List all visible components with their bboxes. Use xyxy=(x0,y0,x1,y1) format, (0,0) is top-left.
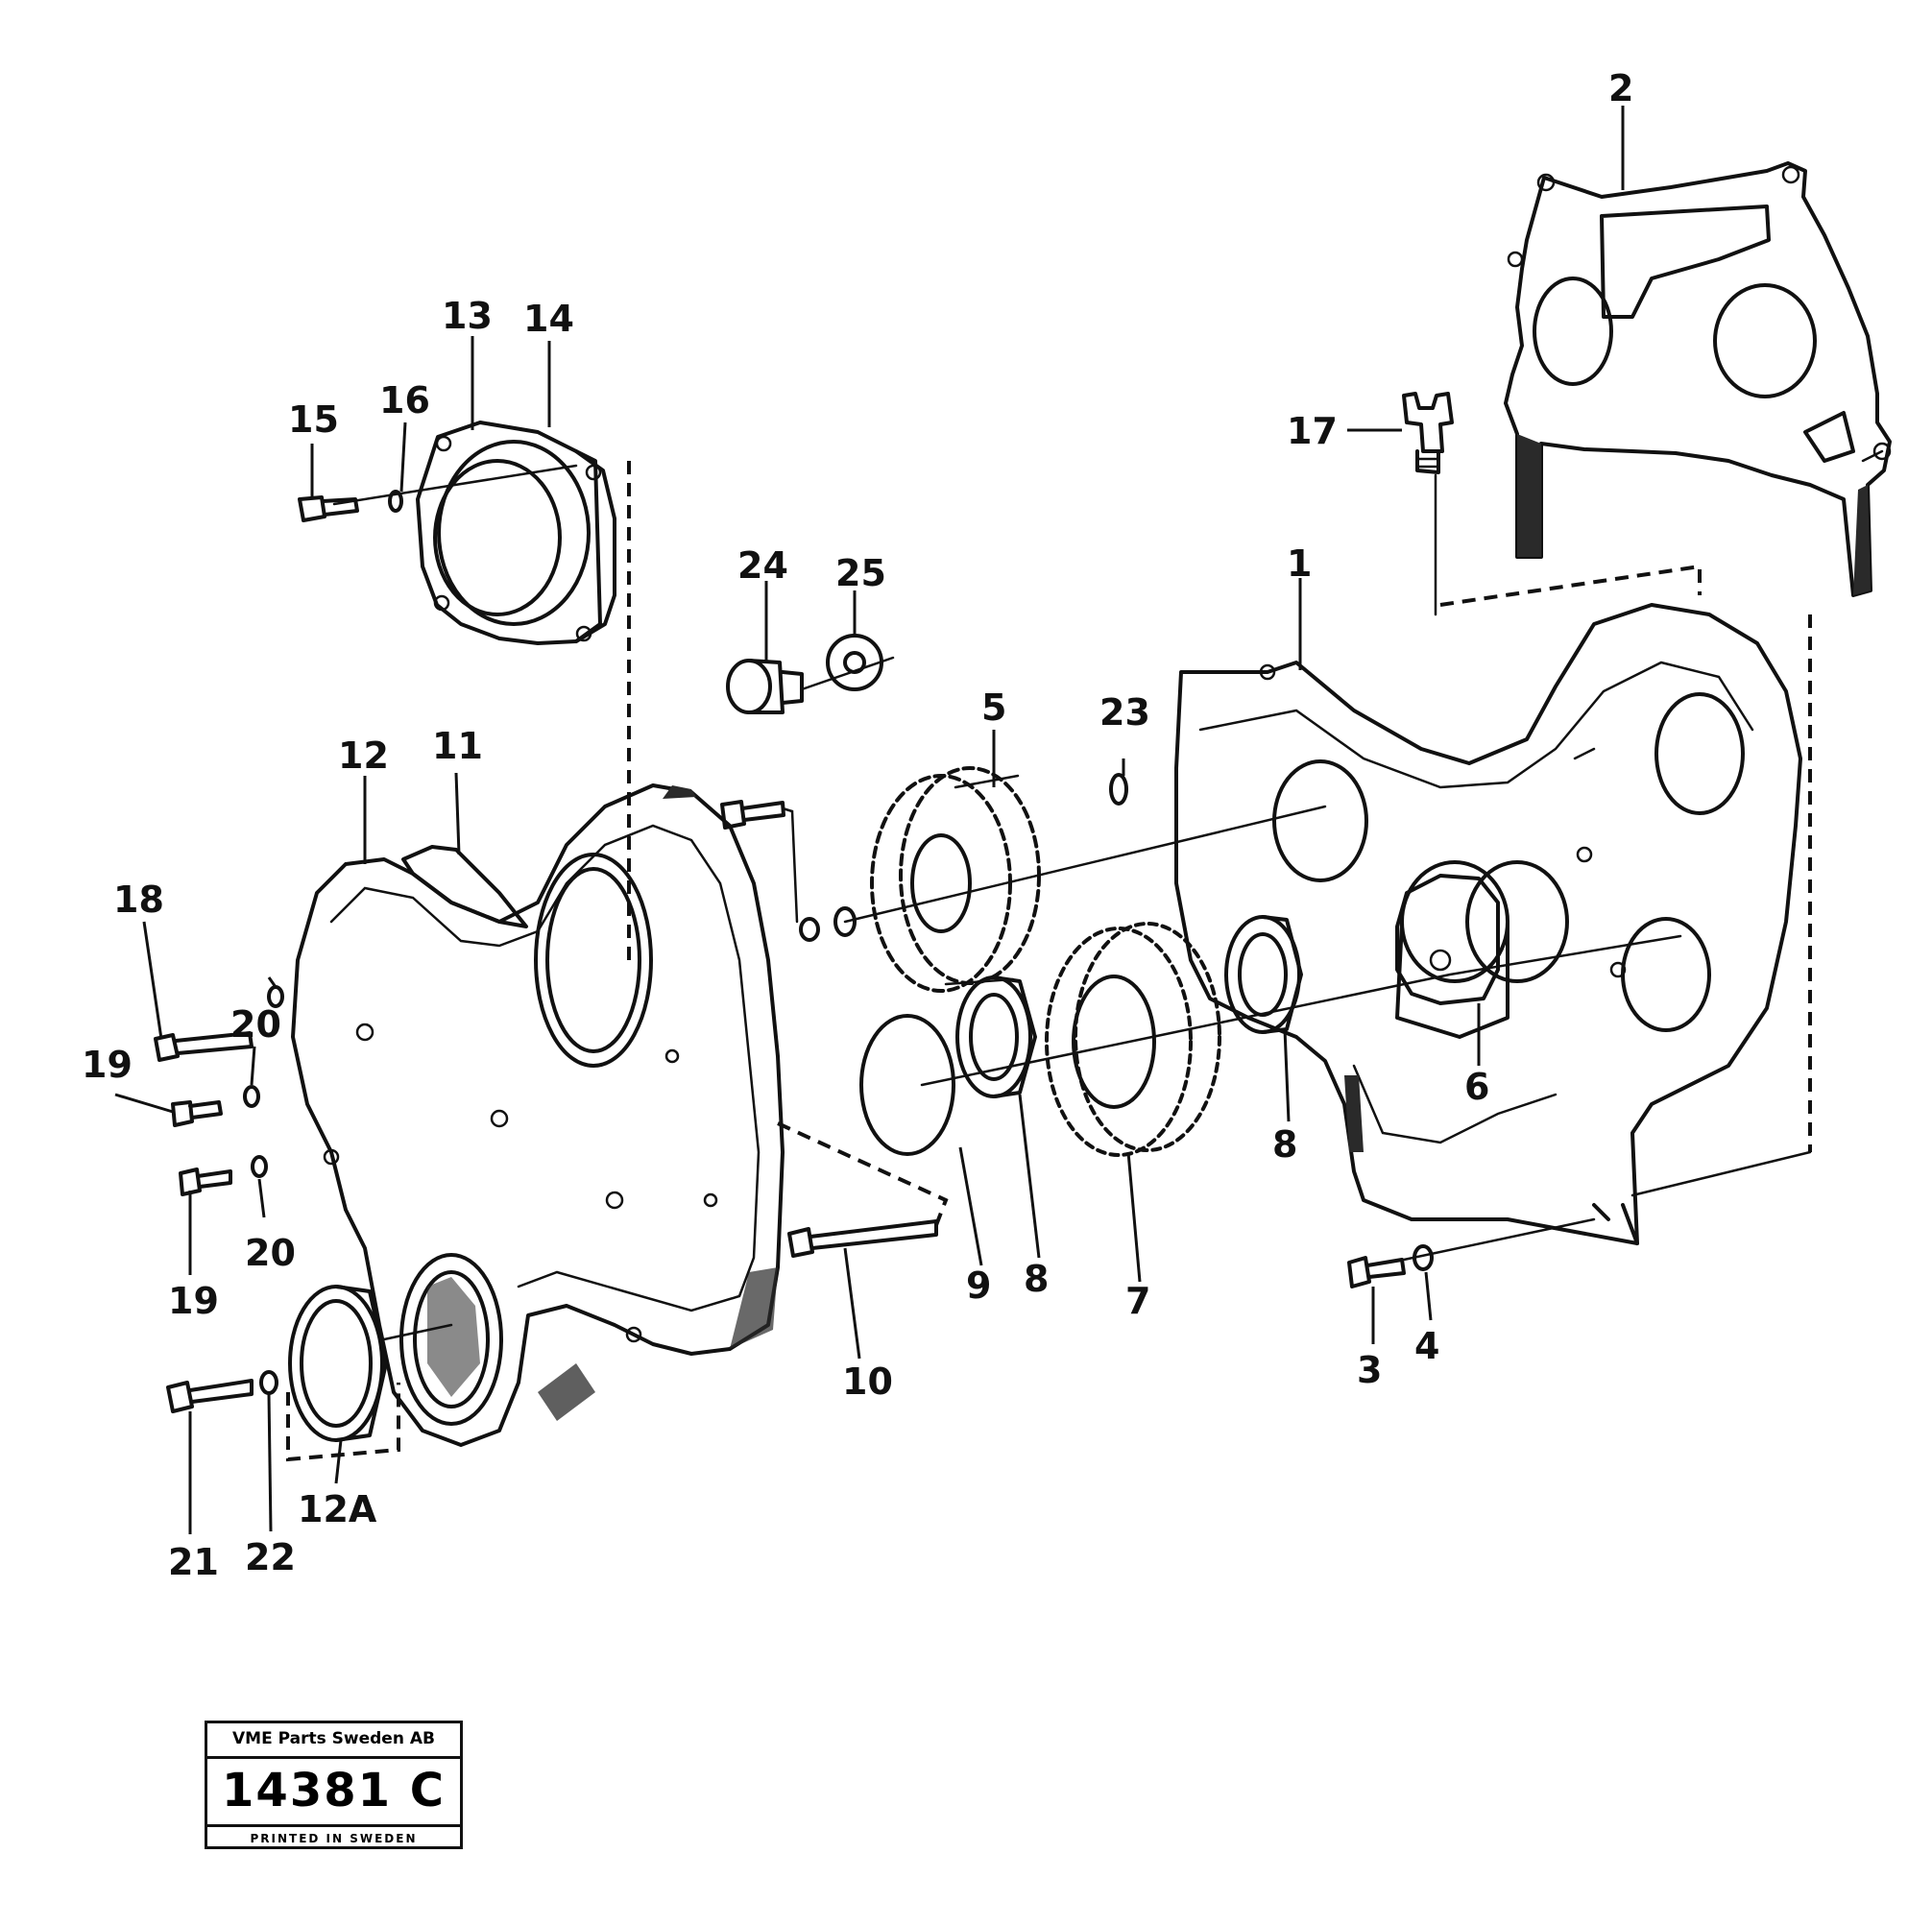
washer-part-16 xyxy=(388,490,403,513)
callout-12a: 12A xyxy=(298,1488,377,1530)
callout-11: 11 xyxy=(432,725,483,767)
callout-4: 4 xyxy=(1414,1325,1439,1367)
callout-19-lower: 19 xyxy=(168,1280,219,1322)
callout-20-upper: 20 xyxy=(230,1003,281,1046)
bolt-upper-middle xyxy=(720,800,785,830)
callout-1: 1 xyxy=(1287,542,1312,585)
callout-10: 10 xyxy=(842,1360,893,1403)
callout-19-upper: 19 xyxy=(82,1044,133,1086)
callout-13: 13 xyxy=(442,295,493,337)
washer-upper-middle-b xyxy=(833,906,857,937)
bolt-part-10 xyxy=(787,1219,938,1258)
callout-8-right: 8 xyxy=(1272,1123,1297,1166)
callout-labels: 2 1 17 5 23 6 8 7 8 9 10 24 25 3 4 13 14… xyxy=(82,67,1633,1583)
washer-part-22 xyxy=(259,1370,278,1395)
assembly-lines xyxy=(332,449,1884,1341)
o-ring-part-23 xyxy=(1109,773,1128,806)
bolt-part-19-upper xyxy=(171,1100,223,1127)
front-cover-part-12 xyxy=(291,783,785,1447)
gear-part-7 xyxy=(1045,922,1221,1157)
callout-8-left: 8 xyxy=(1024,1258,1049,1300)
callout-12: 12 xyxy=(338,734,389,777)
temperature-sensor-part-17 xyxy=(1402,392,1454,474)
callout-7: 7 xyxy=(1125,1280,1150,1322)
callout-24: 24 xyxy=(737,544,788,587)
plug-part-24 xyxy=(726,659,804,714)
gasket-part-11 xyxy=(401,845,528,928)
callout-21: 21 xyxy=(168,1541,219,1583)
stamp-company: VME Parts Sweden AB xyxy=(207,1723,460,1759)
callout-2: 2 xyxy=(1608,67,1633,109)
bolt-part-3 xyxy=(1347,1256,1406,1288)
bolt-part-15 xyxy=(298,495,359,522)
washer-part-25 xyxy=(826,634,883,691)
callout-17: 17 xyxy=(1287,410,1338,452)
callout-6: 6 xyxy=(1464,1066,1489,1108)
callout-9: 9 xyxy=(966,1264,991,1307)
callout-leaders xyxy=(114,106,1625,1534)
seal-ring-part-12a xyxy=(288,1285,388,1442)
callout-23: 23 xyxy=(1099,691,1150,734)
dashed-leader-lines xyxy=(286,461,1812,1462)
bolt-part-19-lower xyxy=(179,1168,232,1196)
callout-22: 22 xyxy=(245,1536,296,1578)
gasket-part-2 xyxy=(1504,161,1892,597)
callout-5: 5 xyxy=(981,686,1006,729)
stamp-code: 14381 C xyxy=(222,1764,446,1818)
callout-14: 14 xyxy=(523,298,574,340)
cover-part-13-14 xyxy=(416,421,616,645)
stamp-printed: PRINTED IN SWEDEN xyxy=(207,1824,460,1852)
callout-20-lower: 20 xyxy=(245,1232,296,1274)
callout-15: 15 xyxy=(288,398,339,441)
callout-25: 25 xyxy=(835,552,886,594)
washer-upper-middle-a xyxy=(799,917,820,942)
washer-part-20-lower xyxy=(251,1155,268,1178)
callout-16: 16 xyxy=(379,379,430,421)
bolt-part-21 xyxy=(166,1379,254,1413)
gear-part-5 xyxy=(870,766,1041,993)
hub-part-9 xyxy=(859,1014,955,1156)
callout-18: 18 xyxy=(113,879,164,921)
timing-gear-casing-part-1 xyxy=(1174,603,1802,1245)
spacer-ring-part-8-left xyxy=(955,975,1037,1098)
spacer-ring-part-8-right xyxy=(1224,915,1303,1034)
callout-3: 3 xyxy=(1357,1349,1382,1391)
washer-part-20-middle xyxy=(243,1085,260,1108)
bolt-part-18 xyxy=(154,1031,254,1062)
parts-stamp: VME Parts Sweden AB 14381 C PRINTED IN S… xyxy=(205,1721,463,1849)
